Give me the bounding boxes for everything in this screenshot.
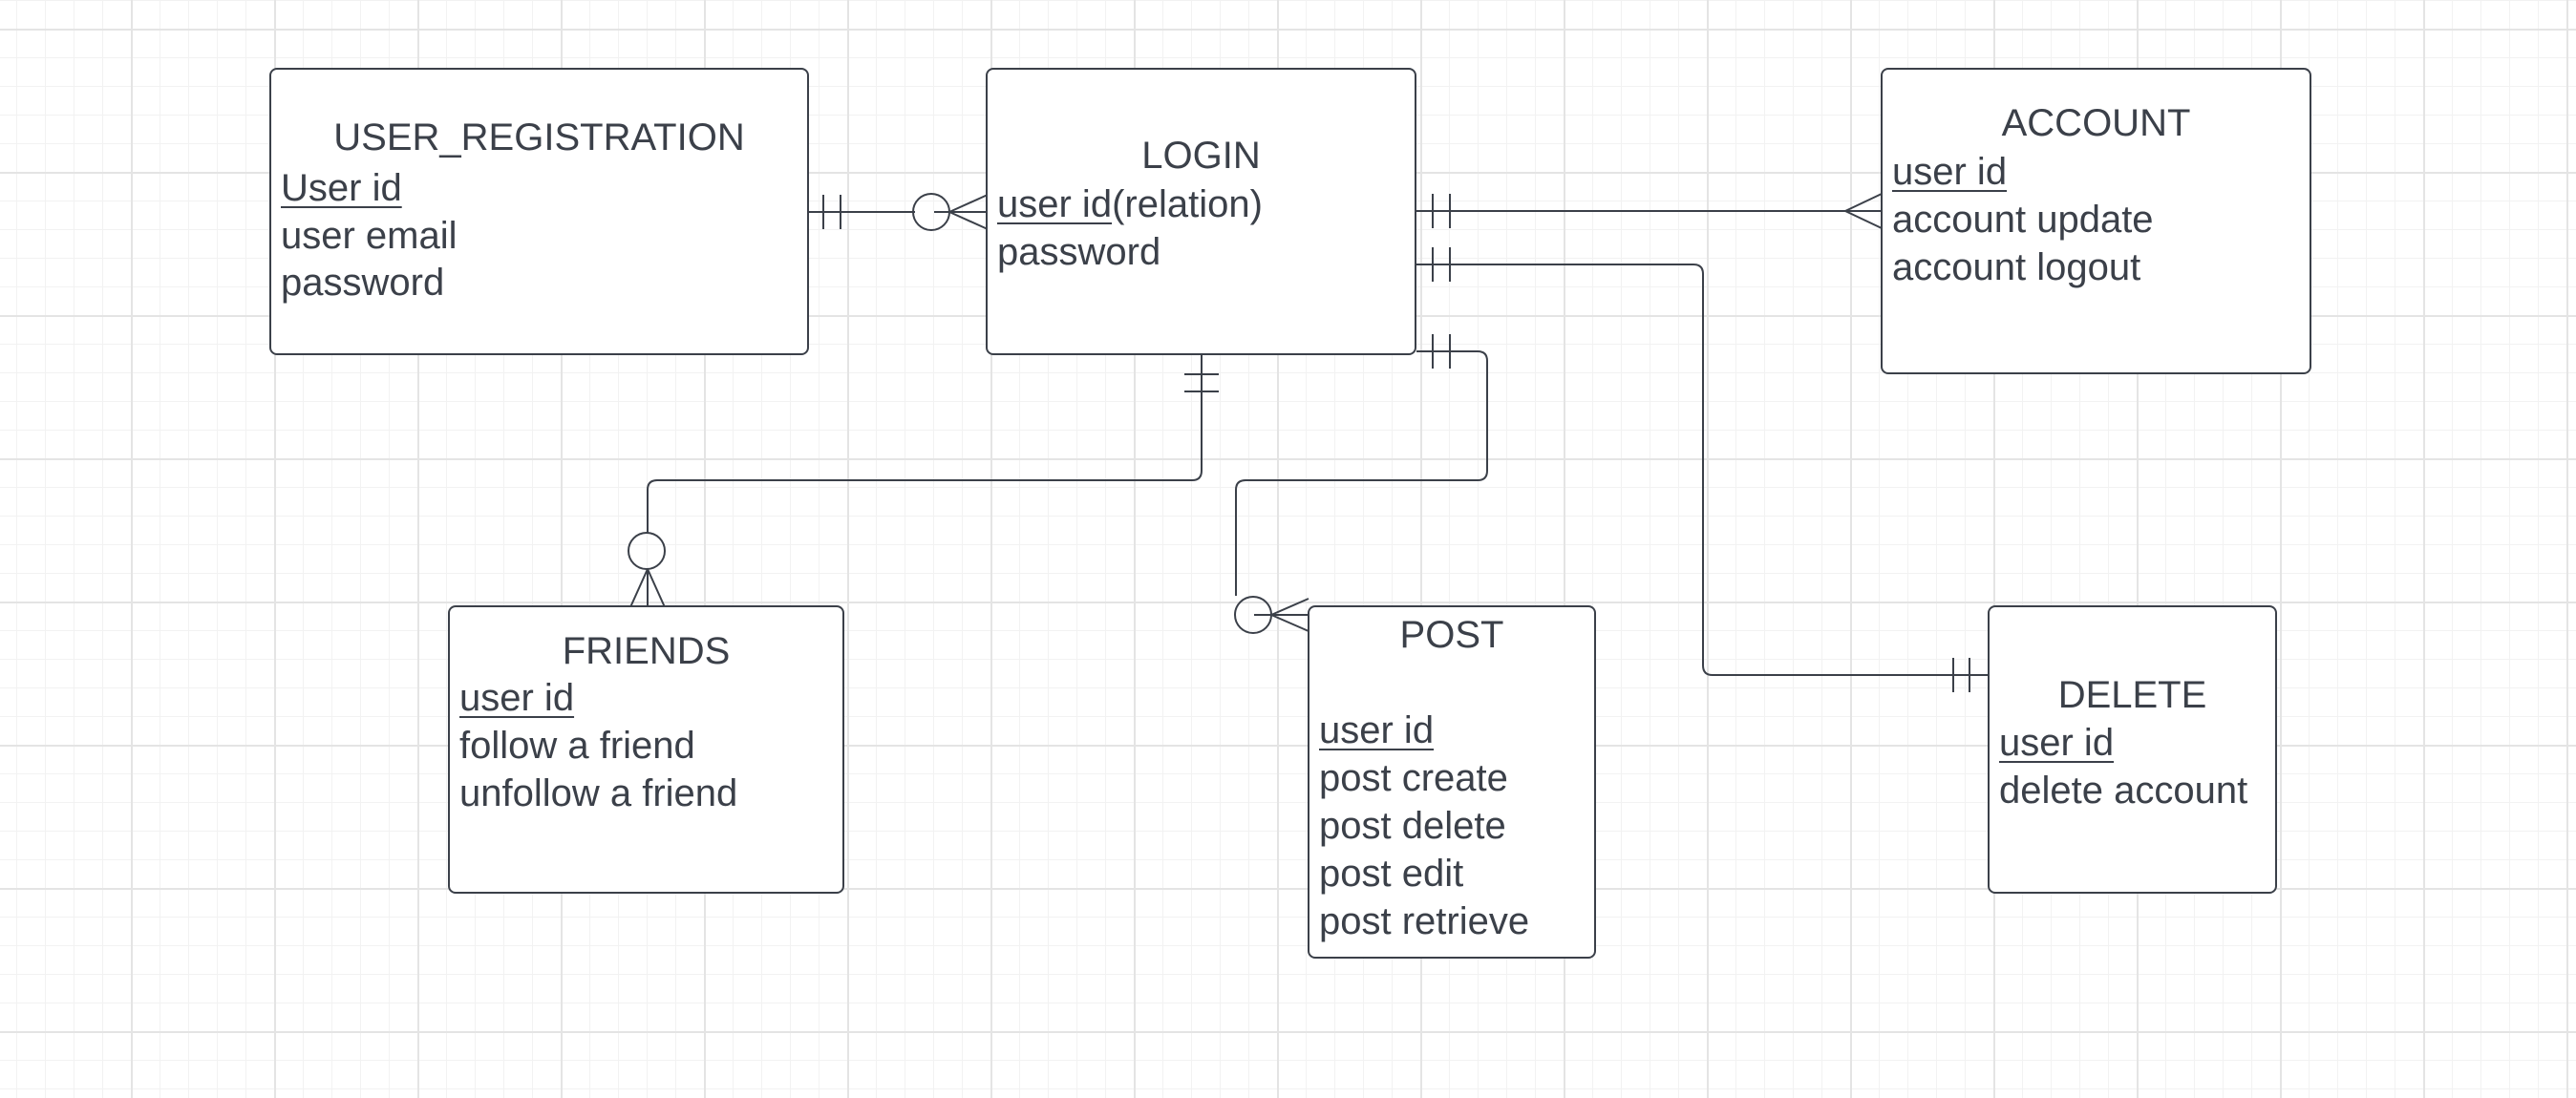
entity-post[interactable]: POST user id post create post delete pos… [1308,605,1596,959]
relationship-registration-login [808,193,989,231]
relationship-login-account [1416,193,1883,229]
entity-title: FRIENDS [562,630,731,672]
attribute: account logout [1892,246,2141,288]
entity-title: LOGIN [1141,135,1261,177]
primary-key-row: user id(relation) [997,180,1263,228]
attribute: password [281,262,445,304]
primary-key: user id [1892,151,2008,193]
primary-key: user id [459,677,575,719]
entity-user-registration[interactable]: USER_REGISTRATION User id user email pas… [269,68,809,355]
attribute: unfollow a friend [459,772,738,814]
entity-title: USER_REGISTRATION [333,116,745,158]
attribute: account update [1892,199,2154,241]
attribute: post retrieve [1319,900,1530,942]
relationship-login-post [1234,334,1488,634]
entity-login[interactable]: LOGIN user id(relation) password [986,68,1416,355]
relationship-login-friends [628,354,1219,608]
primary-key: user id [997,183,1113,225]
primary-key: User id [281,167,402,209]
relationship-login-delete [1416,247,1989,692]
attribute: password [997,231,1161,273]
attribute: delete account [1999,770,2248,812]
attribute: follow a friend [459,725,695,767]
entity-title: ACCOUNT [2001,102,2191,144]
primary-key: user id [1319,709,1435,751]
entity-title: DELETE [2057,674,2207,716]
attribute: post delete [1319,805,1506,847]
attribute: post create [1319,757,1508,799]
key-suffix: (relation) [1112,183,1263,225]
entity-friends[interactable]: FRIENDS user id follow a friend unfollow… [448,605,844,894]
primary-key: user id [1999,722,2115,764]
entity-delete[interactable]: DELETE user id delete account [1988,605,2277,894]
entity-title: POST [1399,614,1504,656]
entity-account[interactable]: ACCOUNT user id account update account l… [1881,68,2311,374]
attribute: user email [281,215,458,257]
attribute: post edit [1319,853,1464,895]
